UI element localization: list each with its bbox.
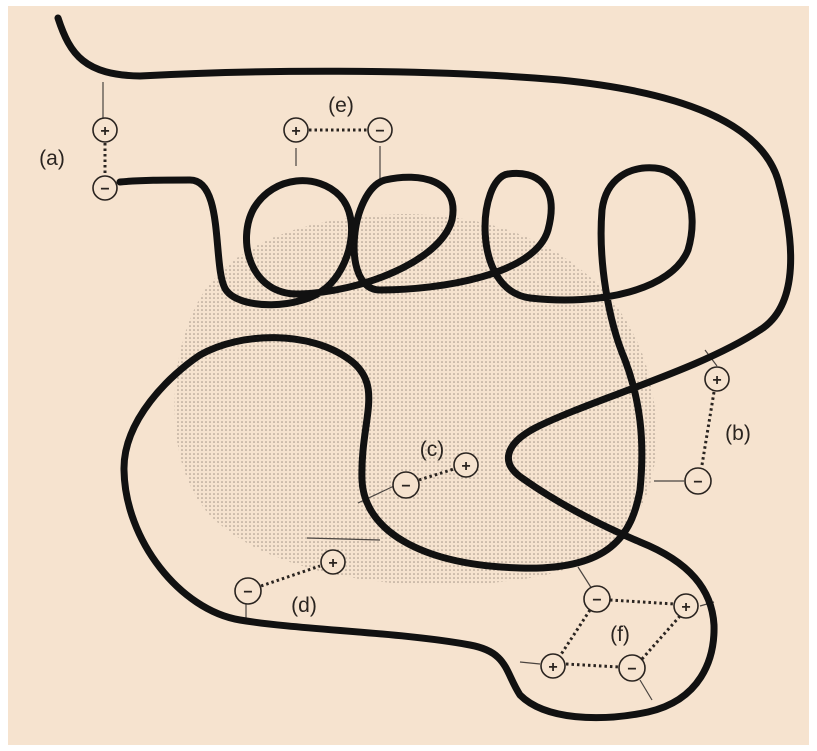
residue-e-positive: +	[284, 118, 308, 142]
residue-b-negative: −	[685, 468, 711, 494]
residue-d-positive: +	[321, 550, 345, 574]
residue-e-negative: −	[368, 118, 392, 142]
svg-text:+: +	[681, 599, 690, 616]
label-f: (f)	[610, 623, 630, 646]
svg-text:+: +	[461, 458, 470, 475]
svg-text:−: −	[401, 478, 410, 495]
label-a: (a)	[39, 147, 65, 170]
svg-text:−: −	[375, 123, 384, 140]
svg-text:+: +	[328, 555, 337, 572]
svg-text:−: −	[693, 474, 702, 491]
diagram-canvas: + − + − + − − +	[8, 6, 809, 745]
svg-text:−: −	[627, 661, 636, 678]
label-d: (d)	[291, 594, 317, 617]
residue-c-negative: −	[393, 472, 419, 498]
residue-f-negative-bottom: −	[619, 655, 645, 681]
residue-c-positive: +	[454, 453, 478, 477]
residue-d-negative: −	[235, 578, 261, 604]
residue-f-positive-left: +	[541, 654, 565, 678]
svg-text:−: −	[100, 181, 109, 198]
label-c: (c)	[420, 438, 445, 461]
svg-text:+: +	[291, 123, 300, 140]
residue-a-positive: +	[93, 118, 117, 142]
svg-text:−: −	[243, 584, 252, 601]
svg-text:+: +	[712, 372, 721, 389]
protein-folding-diagram: + − + − + − − +	[8, 6, 809, 745]
residue-f-negative-top: −	[584, 586, 610, 612]
residue-f-positive-right: +	[674, 594, 698, 618]
residue-b-positive: +	[705, 367, 729, 391]
svg-text:−: −	[592, 592, 601, 609]
svg-text:+: +	[548, 659, 557, 676]
svg-text:+: +	[100, 123, 109, 140]
label-e: (e)	[328, 94, 354, 117]
residue-a-negative: −	[93, 176, 117, 200]
label-b: (b)	[725, 422, 751, 445]
